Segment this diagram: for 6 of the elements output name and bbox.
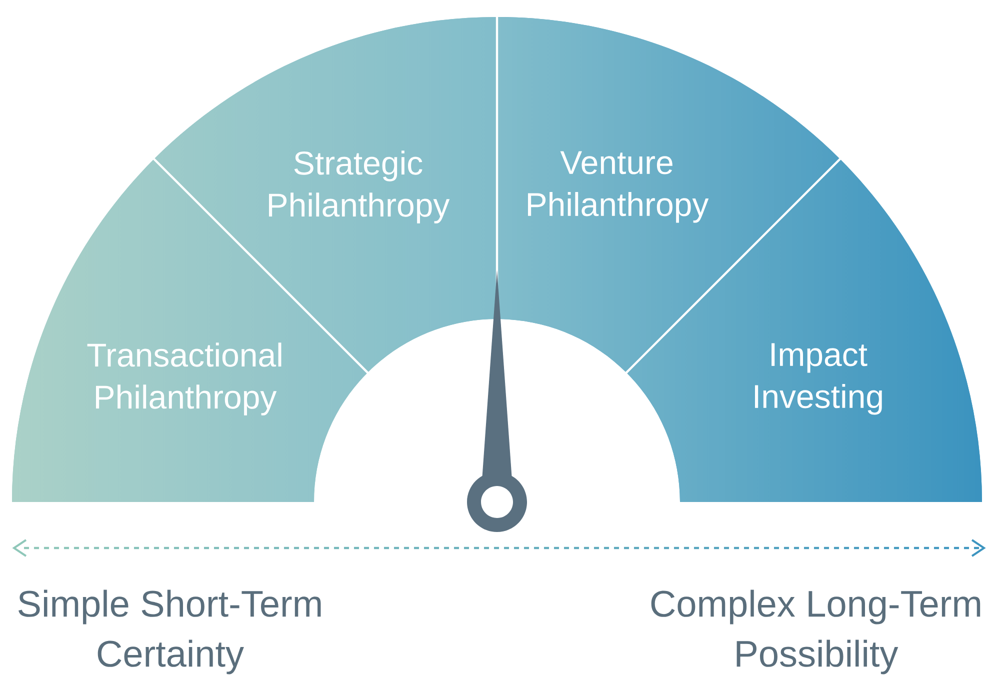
segment-label: Transactional Philanthropy bbox=[87, 342, 282, 416]
segment-label: Impact Investing bbox=[755, 343, 882, 415]
segment-label: Strategic Philanthropy bbox=[269, 150, 450, 224]
segment-label: Venture Philanthropy bbox=[528, 151, 709, 223]
scale-label: Complex Long-Term Possibility bbox=[651, 590, 980, 674]
scale-label: Simple Short-Term Certainty bbox=[18, 590, 321, 674]
